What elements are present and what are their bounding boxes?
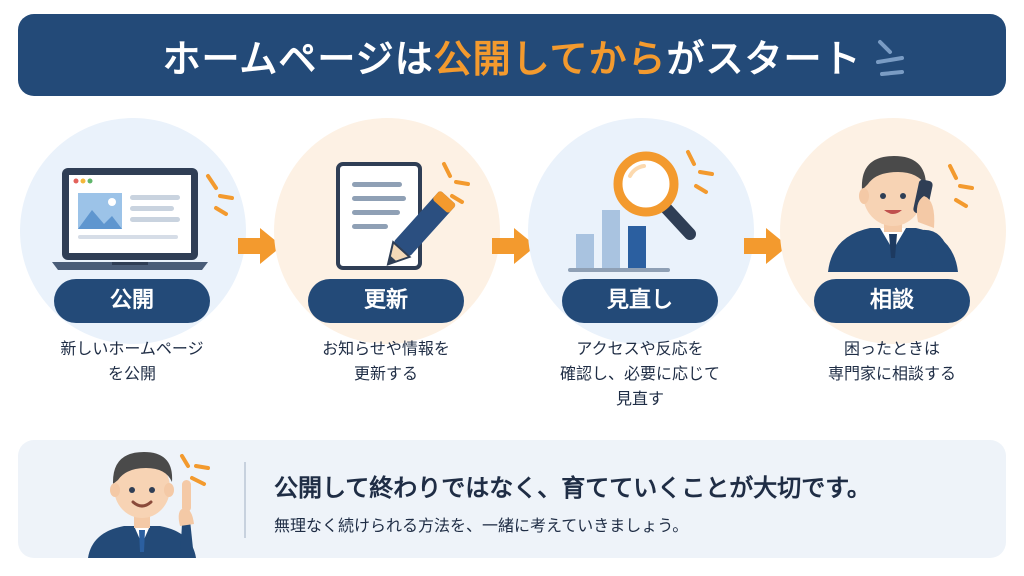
person-pointing-icon [88, 452, 210, 558]
document-pencil-icon [336, 162, 470, 270]
title-banner: ホームページは公開してからがスタート [18, 14, 1006, 96]
step-label: 見直し [562, 279, 718, 323]
desc-line: アクセスや反応を [576, 339, 704, 358]
message-panel: 公開して終わりではなく、育てていくことが大切です。 無理なく続けられる方法を、一… [18, 440, 1006, 558]
step-description: 新しいホームページ を公開 [12, 336, 252, 386]
arrow-right-icon [238, 228, 282, 264]
desc-line: お知らせや情報を [322, 339, 450, 358]
step-description: お知らせや情報を 更新する [266, 336, 506, 386]
page-title: ホームページは公開してからがスタート [163, 28, 862, 83]
title-highlight: 公開してから [433, 36, 667, 81]
desc-line: 確認し、必要に応じて [559, 364, 720, 383]
magnifier-chart-icon [568, 150, 714, 272]
sub-message: 無理なく続けられる方法を、一緒に考えていきましょう。 [274, 516, 689, 535]
title-prefix: ホームページは [162, 36, 434, 81]
arrow-right-icon [492, 228, 536, 264]
step-label: 相談 [814, 279, 970, 323]
desc-line: 見直す [615, 389, 664, 408]
step-consult: 相談 困ったときは 専門家に相談する [772, 118, 1012, 418]
desc-line: 更新する [353, 364, 418, 383]
title-suffix: がスタート [666, 36, 862, 81]
step-update: 更新 お知らせや情報を 更新する [266, 118, 506, 418]
key-message: 公開して終わりではなく、育てていくことが大切です。 [274, 474, 871, 502]
desc-line: 専門家に相談する [827, 364, 956, 383]
step-publish: 公開 新しいホームページ を公開 [12, 118, 252, 418]
sparkle-icon [876, 40, 904, 76]
divider [244, 462, 246, 538]
step-label: 更新 [308, 279, 464, 323]
step-description: アクセスや反応を 確認し、必要に応じて 見直す [520, 336, 760, 411]
arrow-right-icon [744, 228, 788, 264]
step-label: 公開 [54, 279, 210, 323]
laptop-icon [52, 168, 234, 270]
desc-line: 新しいホームページ [60, 339, 204, 358]
desc-line: 困ったときは [843, 339, 940, 358]
step-description: 困ったときは 専門家に相談する [772, 336, 1012, 386]
desc-line: を公開 [107, 364, 156, 383]
step-review: 見直し アクセスや反応を 確認し、必要に応じて 見直す [520, 118, 760, 418]
person-phone-icon [828, 156, 974, 272]
